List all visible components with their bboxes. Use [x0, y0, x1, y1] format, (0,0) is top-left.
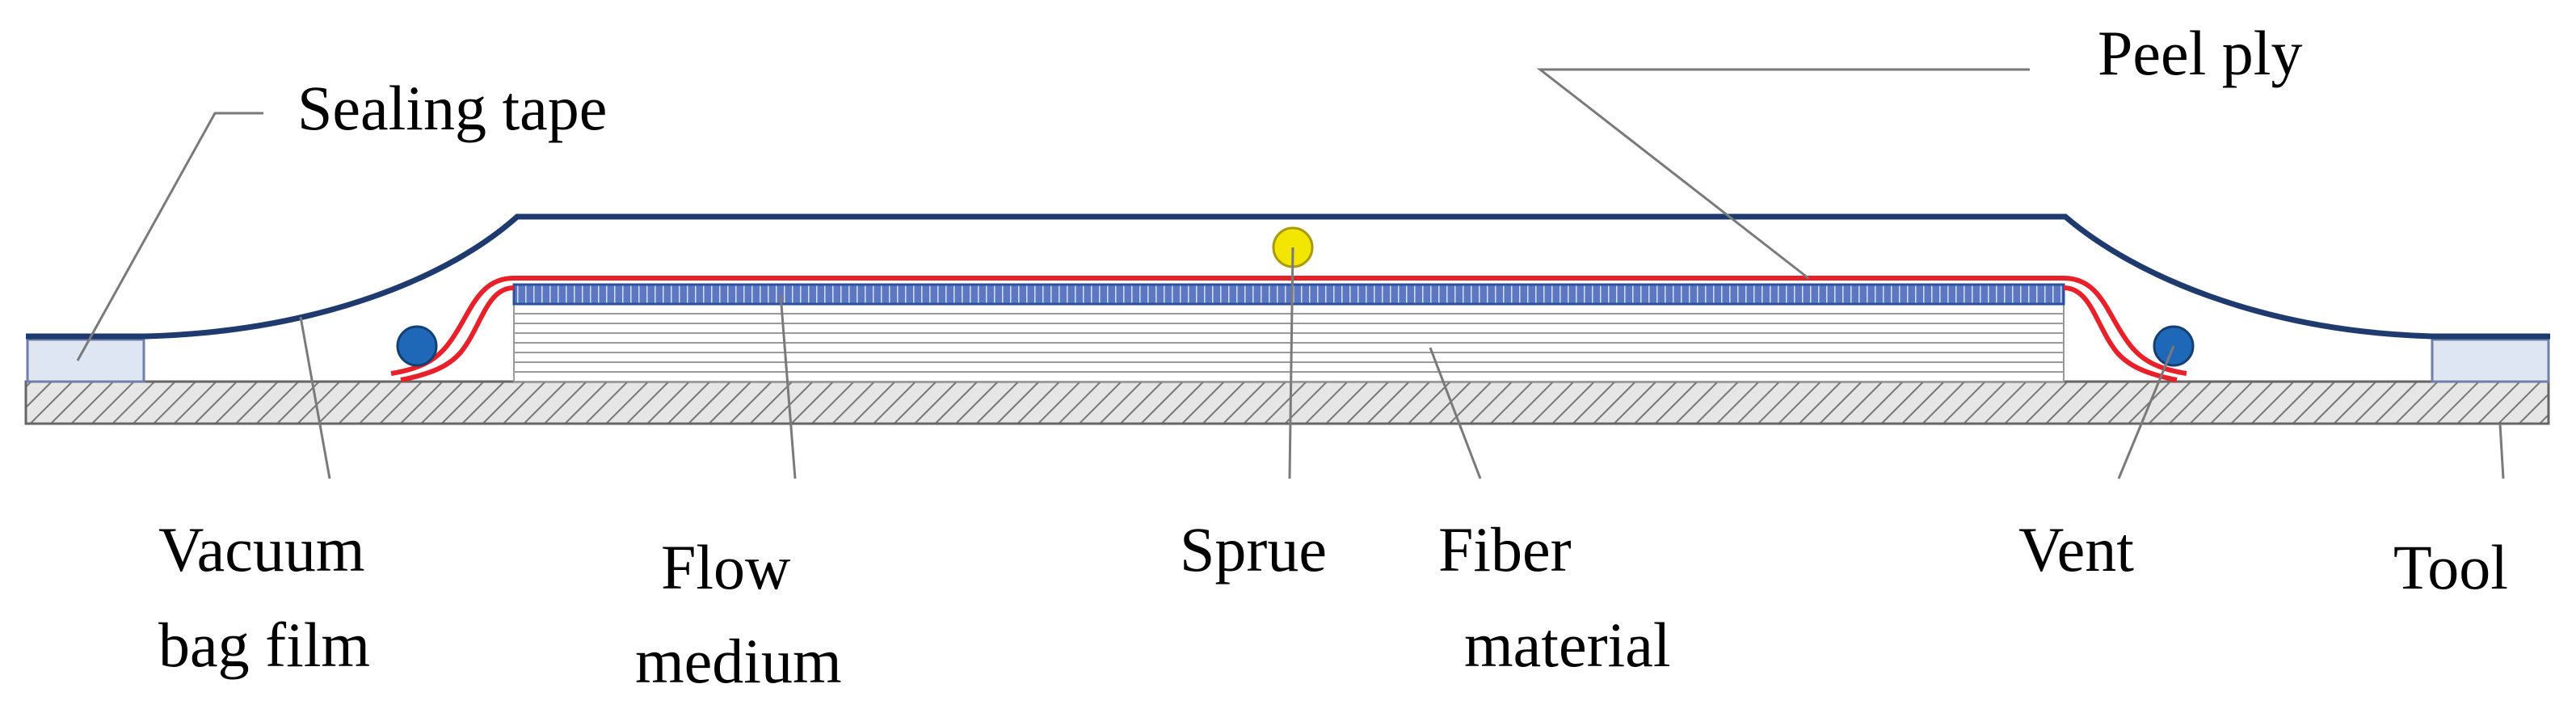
- label-fiber-material-line2: material: [1464, 610, 1671, 680]
- label-flow-medium-line1: Flow: [661, 532, 790, 602]
- flow-medium: [512, 283, 2065, 306]
- leader-sprue: [1288, 247, 1294, 479]
- label-sealing-tape: Sealing tape: [297, 73, 607, 143]
- leader-fiber-material: [1429, 347, 1482, 479]
- label-vacuum-bag-film-line2: bag film: [158, 610, 370, 680]
- leader-flow-medium: [779, 293, 797, 479]
- leader-lines: [76, 68, 2505, 479]
- leader-sealing-tape: [76, 112, 263, 361]
- label-tool: Tool: [2393, 532, 2508, 602]
- leader-tool: [2498, 423, 2505, 479]
- label-vent: Vent: [2018, 514, 2134, 585]
- sealing-tape-right: [2431, 338, 2550, 383]
- vent-marker-left: [396, 325, 438, 367]
- leader-vent: [2117, 345, 2175, 479]
- label-vacuum-bag-film-line1: Vacuum: [158, 514, 365, 585]
- fiber-material: [513, 303, 2065, 382]
- label-sprue: Sprue: [1180, 514, 1327, 585]
- tool: [24, 380, 2550, 425]
- label-flow-medium-line2: medium: [635, 626, 842, 696]
- peel-ply: [390, 276, 2187, 382]
- leader-peel-ply: [1536, 68, 2030, 280]
- leader-vacuum-bag-film: [299, 316, 331, 479]
- label-peel-ply: Peel ply: [2098, 18, 2302, 88]
- vacuum-bag-film: [26, 213, 2550, 340]
- label-fiber-material-line1: Fiber: [1438, 514, 1572, 585]
